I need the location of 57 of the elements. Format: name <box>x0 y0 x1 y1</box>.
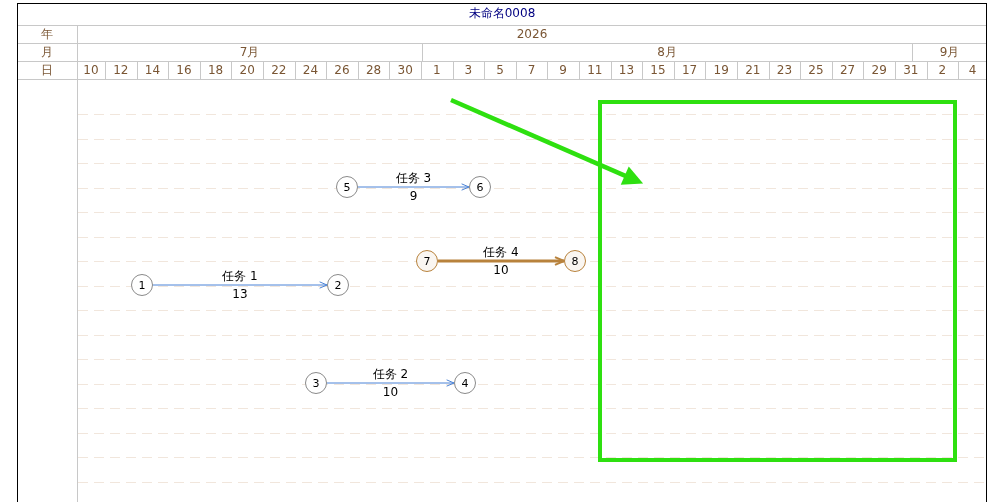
day-label: 18 <box>207 63 224 77</box>
day-label: 27 <box>839 63 856 77</box>
duration-label: 10 <box>493 263 509 277</box>
event-circle: 4 <box>454 372 476 394</box>
duration-label: 9 <box>409 189 418 203</box>
month-label: 9月 <box>939 45 960 59</box>
day-label: 2 <box>938 63 947 77</box>
day-label: 4 <box>968 63 977 77</box>
day-label: 30 <box>397 63 413 77</box>
day-label: 15 <box>650 63 666 77</box>
day-label: 12 <box>113 63 129 77</box>
edge-label: 任务 3 <box>395 171 432 185</box>
day-label: 11 <box>587 63 603 77</box>
day-label: 28 <box>365 63 382 77</box>
day-label: 24 <box>302 63 319 77</box>
day-label: 1 <box>433 63 441 77</box>
arrow <box>438 256 565 266</box>
day-label: 22 <box>271 63 287 77</box>
day-label: 9 <box>559 63 567 77</box>
event-circle: 3 <box>305 372 327 394</box>
day-label: 19 <box>713 63 729 77</box>
arrow <box>357 183 470 191</box>
day-label: 17 <box>681 63 698 77</box>
highlight-frame <box>598 100 957 462</box>
day-label: 26 <box>334 63 350 77</box>
day-label: 20 <box>239 63 255 77</box>
row-heading: 月 <box>41 45 53 59</box>
day-label: 7 <box>527 63 536 77</box>
day-label: 10 <box>83 63 99 77</box>
duration-label: 10 <box>382 385 399 399</box>
day-label: 3 <box>464 63 473 77</box>
event-circle: 8 <box>564 250 586 272</box>
event-circle: 6 <box>469 176 491 198</box>
day-label: 16 <box>176 63 192 77</box>
day-label: 29 <box>871 63 887 77</box>
event-circle: 1 <box>131 274 153 296</box>
chart-title: 未命名0008 <box>468 6 536 20</box>
year-label: 2026 <box>516 27 548 41</box>
event-circle: 7 <box>416 250 438 272</box>
edge-label: 任务 1 <box>222 269 258 283</box>
duration-label: 13 <box>232 287 248 301</box>
day-label: 21 <box>745 63 761 77</box>
event-circle: 2 <box>327 274 349 296</box>
day-label: 25 <box>808 63 824 77</box>
month-label: 7月 <box>239 45 260 59</box>
day-label: 5 <box>496 63 504 77</box>
edge-label: 任务 2 <box>372 367 409 381</box>
event-circle: 5 <box>336 176 358 198</box>
row-heading: 年 <box>41 27 53 41</box>
day-label: 31 <box>903 63 919 77</box>
day-label: 23 <box>776 63 793 77</box>
edge-label: 任务 4 <box>483 245 519 259</box>
row-heading: 日 <box>41 63 53 77</box>
day-label: 13 <box>618 63 635 77</box>
arrow <box>450 97 644 185</box>
month-label: 8月 <box>657 45 677 59</box>
day-label: 14 <box>144 63 161 77</box>
